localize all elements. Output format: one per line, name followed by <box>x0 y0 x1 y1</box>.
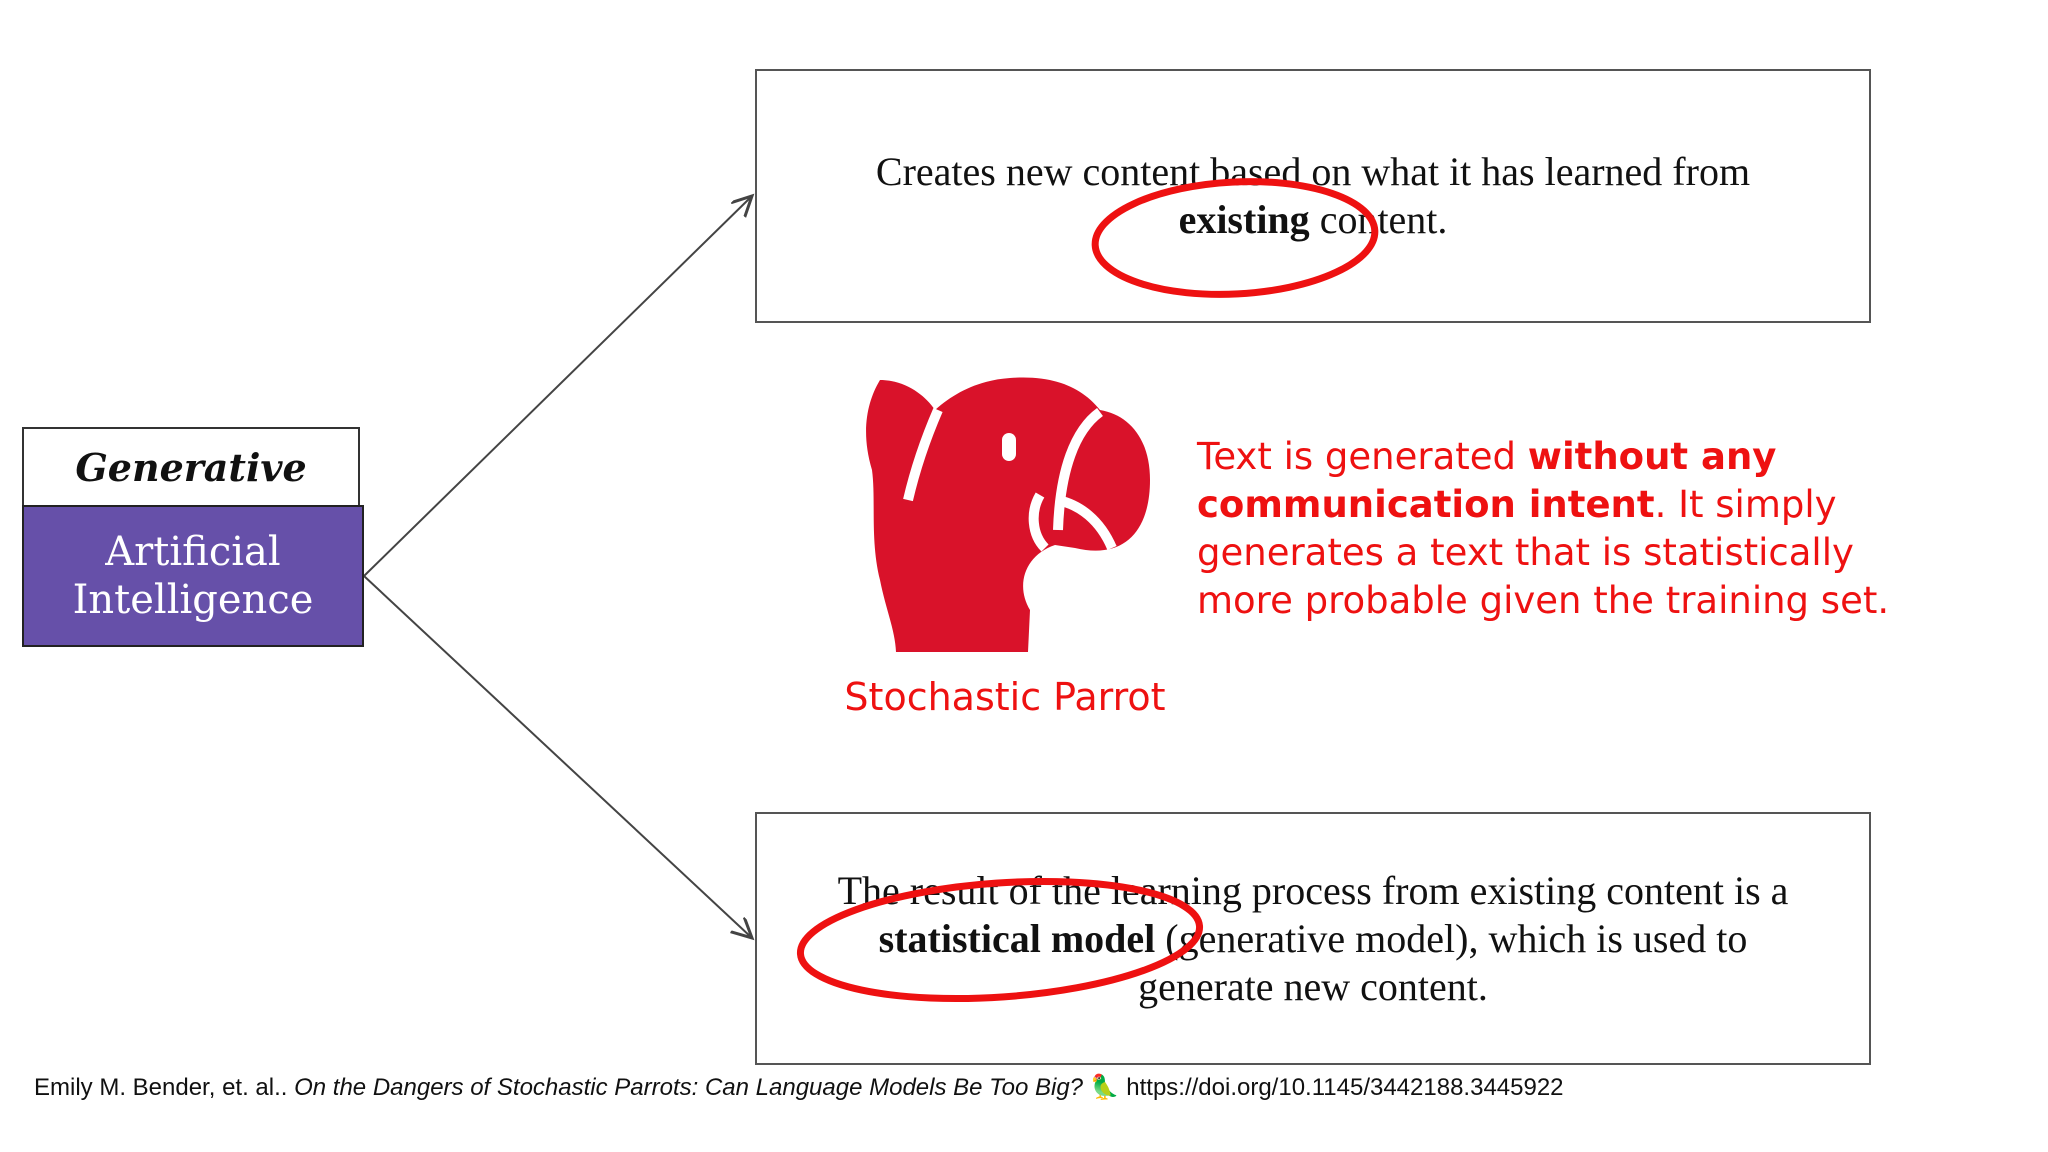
ai-label-line2: Intelligence <box>72 577 314 623</box>
note-bold: without any communication intent <box>1197 435 1777 526</box>
note-part1: Text is generated <box>1197 435 1528 478</box>
definition-top-rest: content. <box>1309 197 1448 242</box>
circle-existing <box>1091 178 1379 298</box>
definition-top-bold: existing <box>1178 197 1310 242</box>
circle-statistical-model <box>796 877 1204 1003</box>
parrot-caption: Stochastic Parrot <box>844 675 1166 719</box>
citation-url[interactable]: https://doi.org/10.1145/3442188.3445922 <box>1119 1074 1564 1101</box>
definition-bottom-box: The result of the learning process from … <box>755 812 1871 1065</box>
generative-label: Generative <box>22 427 360 505</box>
citation: Emily M. Bender, et. al.. On the Dangers… <box>34 1073 1564 1102</box>
note-part2: . It simply generates a text that is sta… <box>1197 483 1890 622</box>
citation-authors: Emily M. Bender, et. al.. <box>34 1074 295 1101</box>
definition-bottom-line3: generate new content. <box>1138 963 1488 1009</box>
artificial-intelligence-box: Artificial Intelligence <box>22 505 364 647</box>
definition-bottom-line1: The result of the learning process from … <box>837 867 1789 913</box>
definition-bottom-bold: statistical model <box>878 915 1156 961</box>
citation-title: On the Dangers of Stochastic Parrots: Ca… <box>294 1074 1084 1101</box>
definition-bottom-rest: (generative model), which is used to <box>1155 915 1748 961</box>
parrot-emoji-icon: 🦜 <box>1089 1074 1120 1101</box>
arrow-to-top-box <box>363 196 752 577</box>
annotation-note: Text is generated without any communicat… <box>1197 433 1917 625</box>
ai-label-line1: Artificial <box>105 529 281 575</box>
arrow-to-bottom-box <box>363 575 752 938</box>
